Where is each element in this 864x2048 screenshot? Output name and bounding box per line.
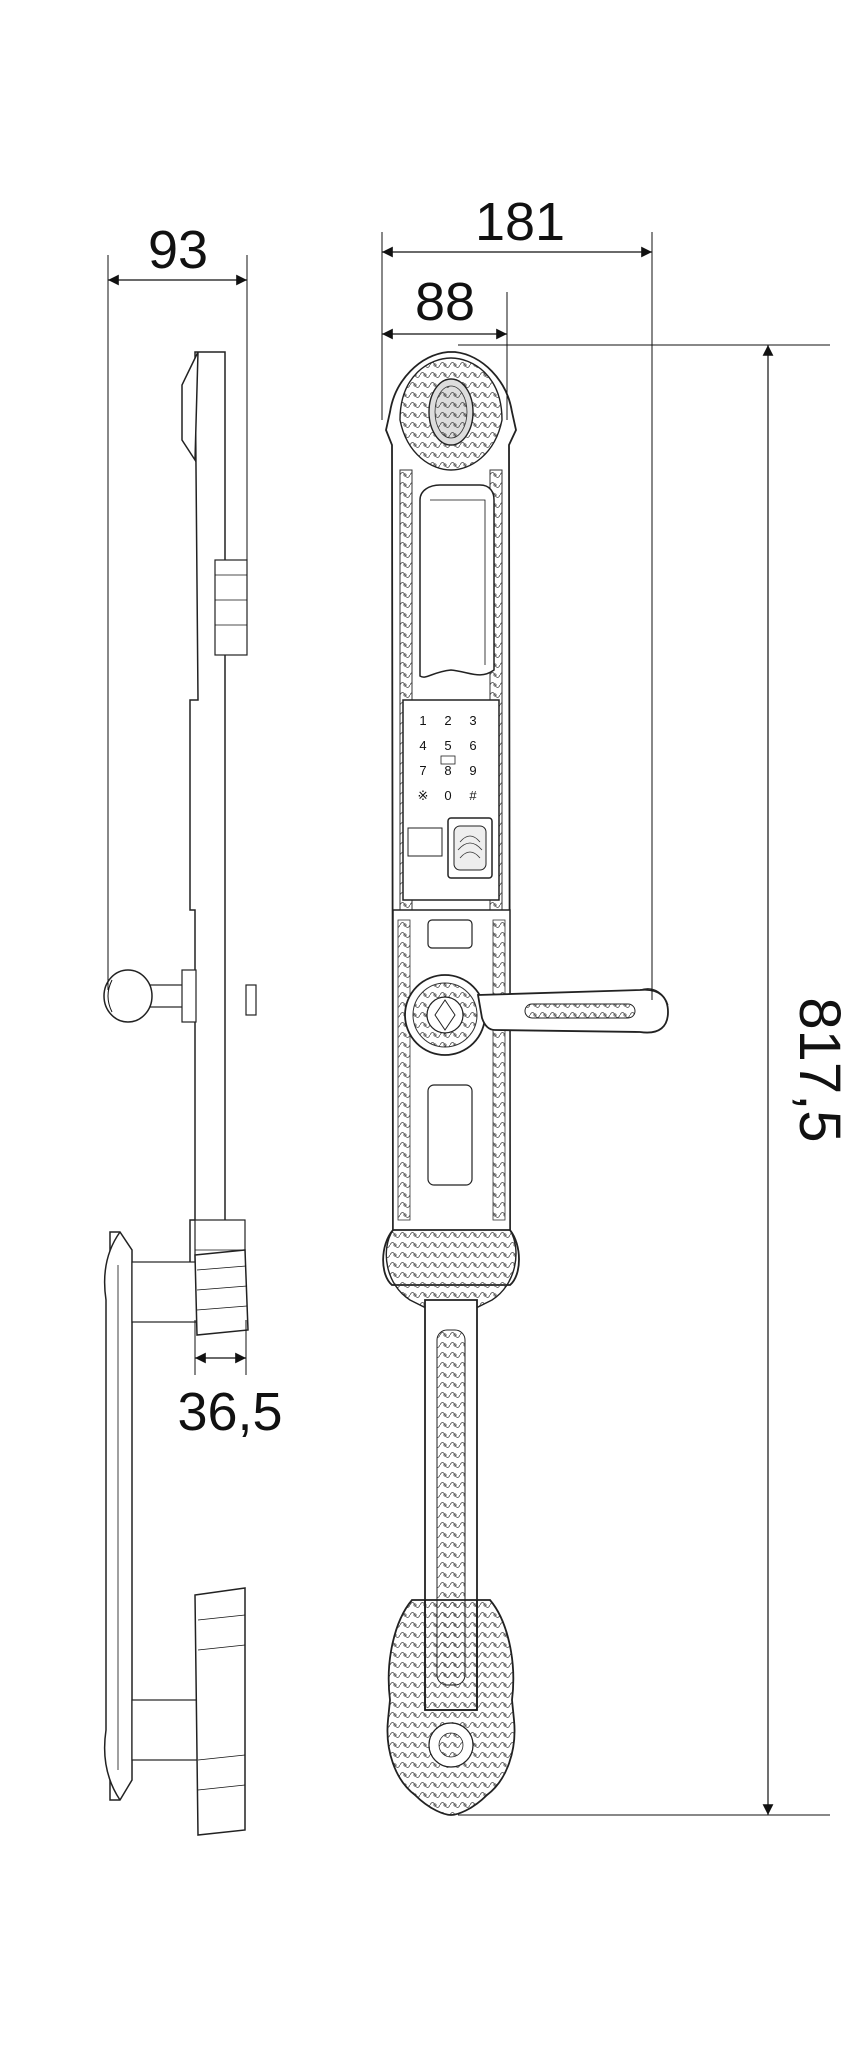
- side-rosette-upper: [194, 1249, 249, 1336]
- keypad-key-4[interactable]: 4: [419, 738, 426, 753]
- keypad-key-3[interactable]: 3: [469, 713, 476, 728]
- dimension-height: 817,5: [458, 344, 852, 1816]
- side-plate-upper: [189, 351, 226, 1301]
- keypad-key-6[interactable]: 6: [469, 738, 476, 753]
- keypad-key-5[interactable]: 5: [444, 738, 451, 753]
- dimension-side-depth-label: 93: [148, 220, 208, 280]
- keypad-key-star[interactable]: ※: [418, 788, 429, 803]
- fingerprint-sensor-icon[interactable]: [447, 817, 493, 879]
- front-view: 1 2 3 4 5 6 7 8 9 ※ 0 #: [382, 351, 669, 1816]
- side-upper-collar: [214, 559, 248, 656]
- card-slot: [407, 827, 443, 857]
- dimension-side-depth: 93: [107, 220, 248, 990]
- side-top-cap: [181, 351, 199, 463]
- front-bottom-ornament: [386, 1599, 516, 1816]
- dimension-handle-projection-label: 36,5: [177, 1382, 282, 1442]
- front-lower-ornament-right: [492, 919, 506, 1221]
- keypad-key-8[interactable]: 8: [444, 763, 451, 778]
- dimension-front-width-label: 181: [475, 192, 565, 252]
- lever-rosette[interactable]: [404, 974, 486, 1056]
- dimension-front-inner-width: 88: [382, 272, 508, 420]
- dimension-height-label: 817,5: [787, 997, 852, 1142]
- front-lower-ornament-left: [397, 919, 411, 1221]
- keypad-key-2[interactable]: 2: [444, 713, 451, 728]
- side-pull-handle: [103, 1231, 199, 1801]
- keypad-key-1[interactable]: 1: [419, 713, 426, 728]
- side-plate-lower: [194, 1587, 246, 1836]
- front-upper-window: [419, 484, 495, 678]
- dimension-front-inner-width-label: 88: [415, 272, 475, 332]
- card-reader-icon: [440, 755, 456, 765]
- keypad-key-7[interactable]: 7: [419, 763, 426, 778]
- side-view: [103, 351, 257, 1836]
- lever-handle[interactable]: [476, 988, 669, 1034]
- keypad-key-hash[interactable]: #: [469, 788, 477, 803]
- side-knob: [103, 969, 257, 1023]
- front-middle-ornament: [385, 1229, 517, 1311]
- dimension-handle-projection: 36,5: [177, 1320, 283, 1442]
- lower-large-window: [427, 1084, 473, 1186]
- lower-small-window: [427, 919, 473, 949]
- keypad: 1 2 3 4 5 6 7 8 9 ※ 0 #: [418, 713, 478, 803]
- keypad-key-9[interactable]: 9: [469, 763, 476, 778]
- dimension-front-width: 181: [381, 192, 653, 1000]
- keypad-key-0[interactable]: 0: [444, 788, 451, 803]
